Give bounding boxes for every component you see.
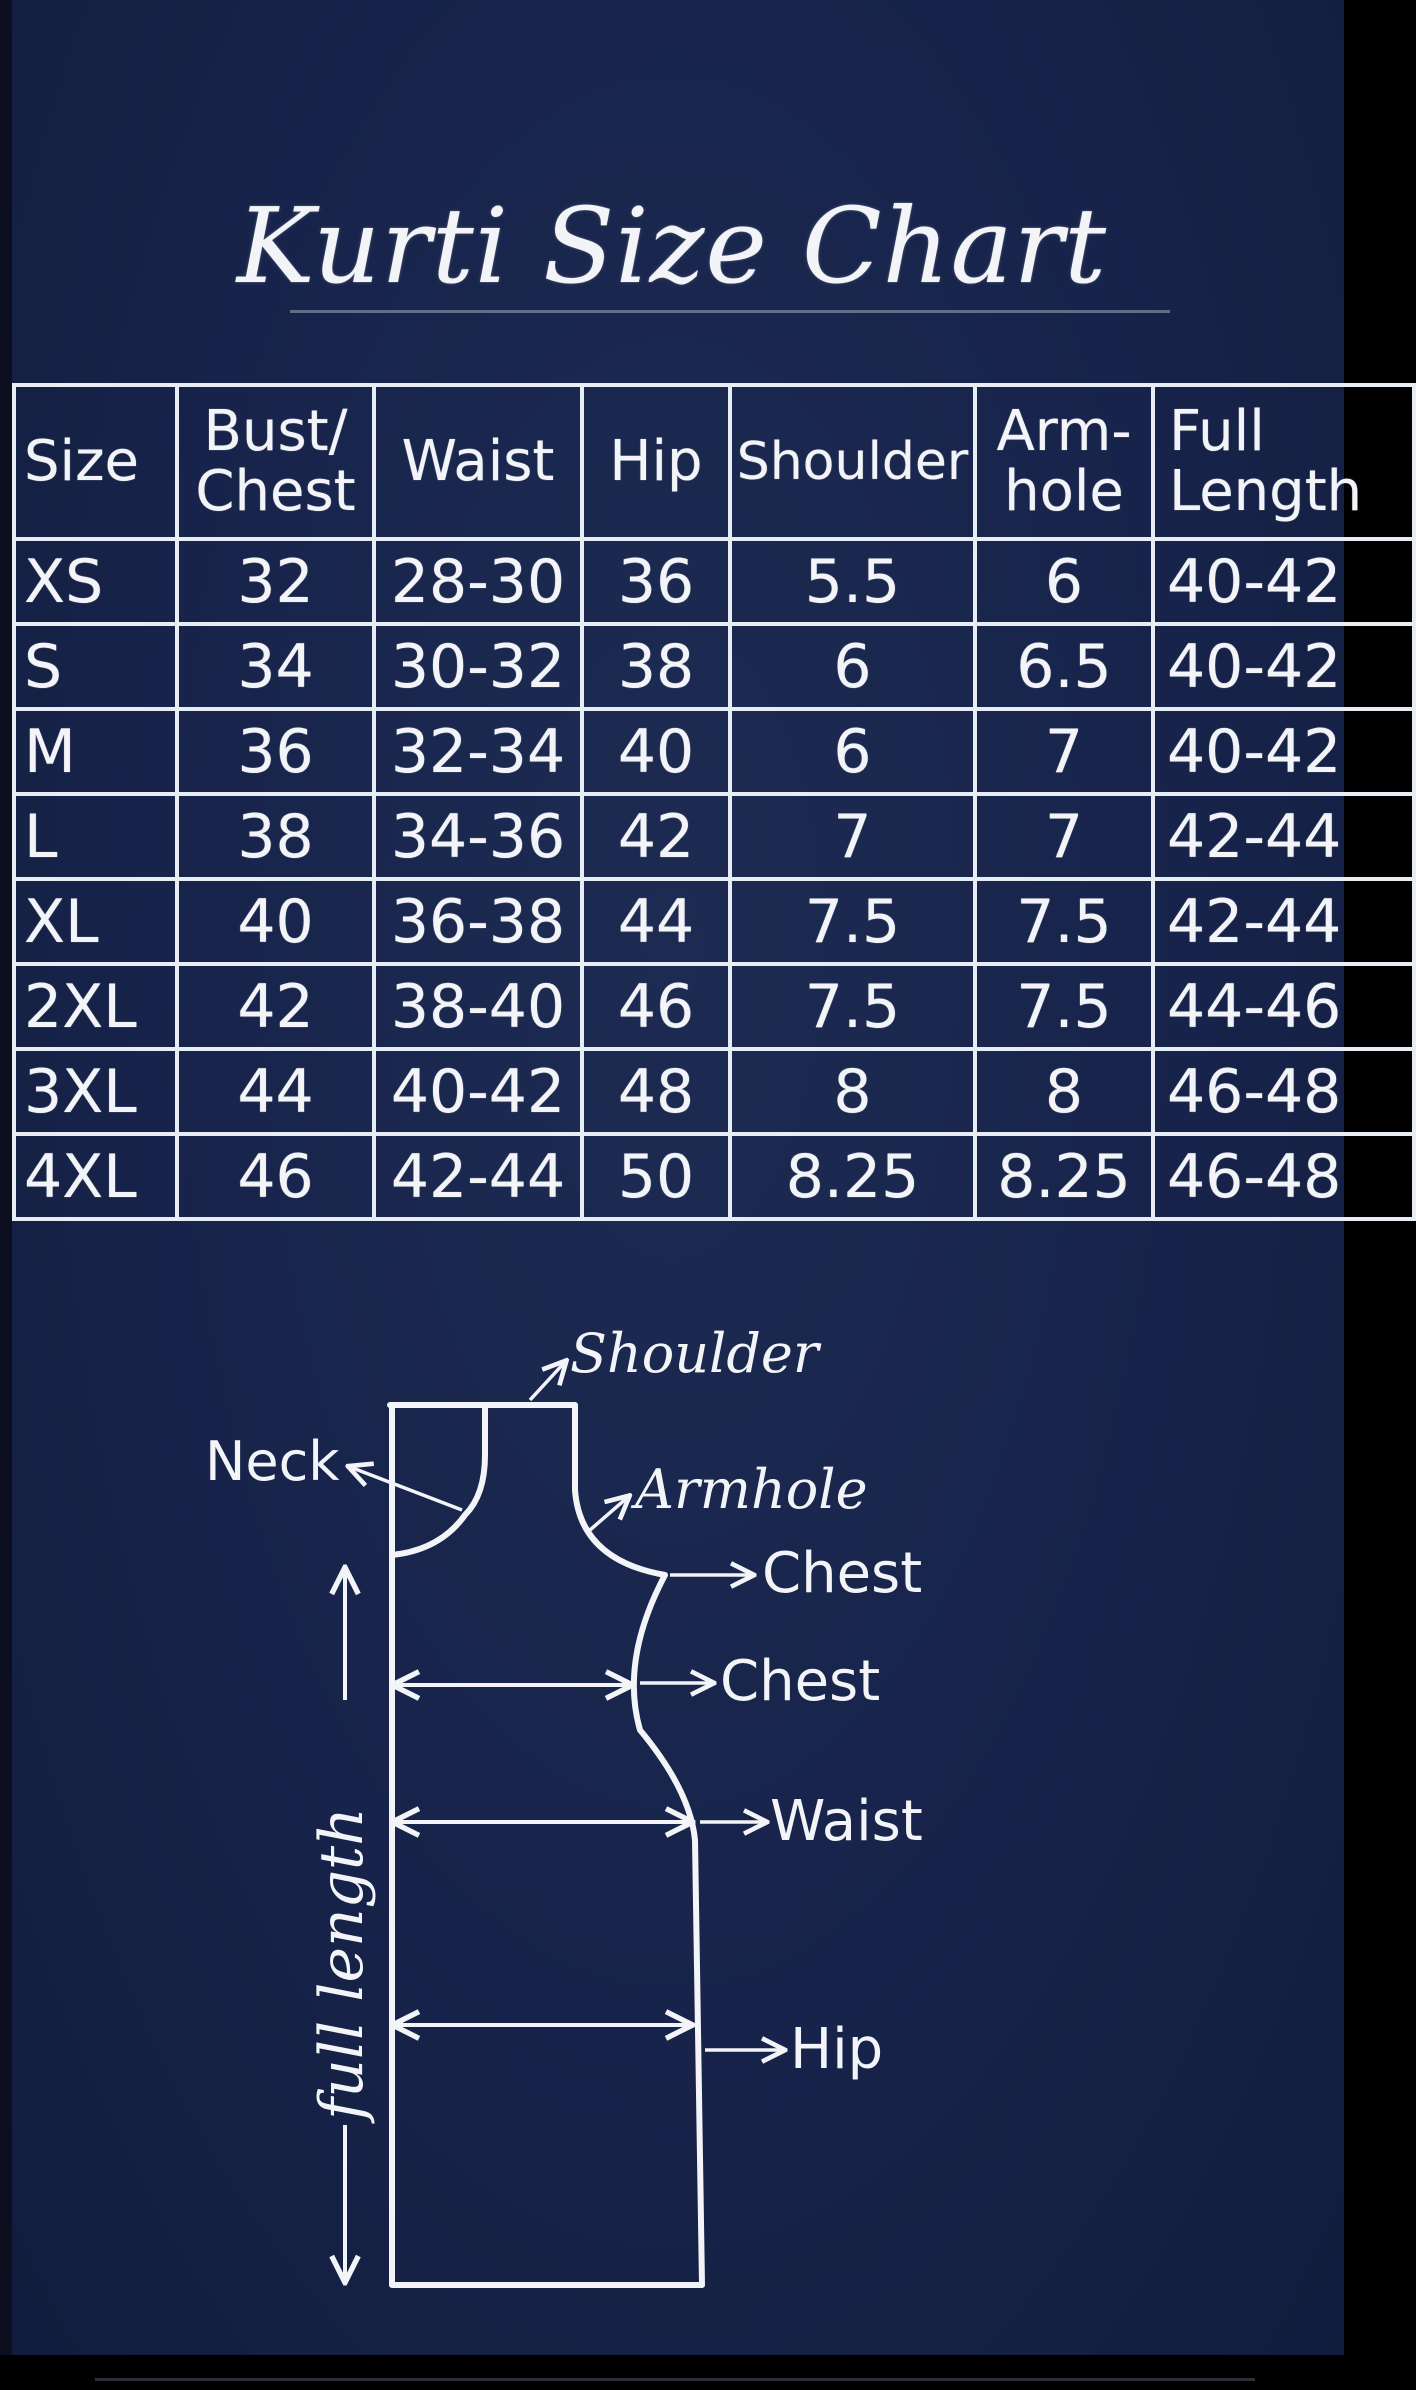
- cell-full-length: 40-42: [1151, 622, 1416, 711]
- title-guide-line: [290, 310, 1170, 313]
- cell-size: 4XL: [12, 1132, 179, 1221]
- header-shoulder: Shoulder: [728, 383, 977, 541]
- size-table: Size Bust/Chest Waist Hip Shoulder Arm-h…: [12, 383, 1416, 1221]
- cell-bust: 32: [175, 537, 376, 626]
- cell-waist: 42-44: [372, 1132, 584, 1221]
- cell-hip: 38: [580, 622, 732, 711]
- cell-armhole: 8: [973, 1047, 1155, 1136]
- cell-shoulder: 6: [728, 622, 977, 711]
- cell-bust: 36: [175, 707, 376, 796]
- cell-hip: 46: [580, 962, 732, 1051]
- kurti-outline: [387, 1402, 488, 1558]
- cell-full-length: 40-42: [1151, 537, 1416, 626]
- cell-full-length: 44-46: [1151, 962, 1416, 1051]
- label-shoulder: Shoulder: [570, 1322, 822, 1385]
- header-size: Size: [12, 383, 179, 541]
- cell-waist: 38-40: [372, 962, 584, 1051]
- armhole-pointer-arrow: [588, 1497, 628, 1532]
- cell-full-length: 40-42: [1151, 707, 1416, 796]
- label-chest-upper: Chest: [762, 1541, 922, 1606]
- home-indicator: [95, 2378, 1255, 2381]
- cell-size: 2XL: [12, 962, 179, 1051]
- cell-hip: 42: [580, 792, 732, 881]
- bottom-bar: [0, 2355, 1344, 2390]
- table-row: 3XL 44 40-42 48 8 8 46-48: [12, 1047, 1416, 1136]
- cell-bust: 46: [175, 1132, 376, 1221]
- cell-armhole: 7.5: [973, 962, 1155, 1051]
- cell-waist: 28-30: [372, 537, 584, 626]
- cell-bust: 34: [175, 622, 376, 711]
- table-row: L 38 34-36 42 7 7 42-44: [12, 792, 1416, 881]
- table-row: XL 40 36-38 44 7.5 7.5 42-44: [12, 877, 1416, 966]
- cell-shoulder: 8.25: [728, 1132, 977, 1221]
- cell-size: 3XL: [12, 1047, 179, 1136]
- header-armhole: Arm-hole: [973, 383, 1155, 541]
- table-row: 4XL 46 42-44 50 8.25 8.25 46-48: [12, 1132, 1416, 1221]
- table-row: XS 32 28-30 36 5.5 6 40-42: [12, 537, 1416, 626]
- cell-size: M: [12, 707, 179, 796]
- label-neck: Neck: [205, 1430, 340, 1493]
- label-waist: Waist: [770, 1789, 923, 1854]
- header-hip: Hip: [580, 383, 732, 541]
- cell-full-length: 46-48: [1151, 1047, 1416, 1136]
- table-header-row: Size Bust/Chest Waist Hip Shoulder Arm-h…: [12, 383, 1416, 541]
- cell-size: L: [12, 792, 179, 881]
- cell-hip: 40: [580, 707, 732, 796]
- cell-shoulder: 7.5: [728, 877, 977, 966]
- kurti-outline-front: [389, 1402, 705, 2288]
- page-title: Kurti Size Chart: [236, 185, 1108, 307]
- cell-waist: 36-38: [372, 877, 584, 966]
- cell-size: XL: [12, 877, 179, 966]
- cell-bust: 44: [175, 1047, 376, 1136]
- cell-armhole: 6: [973, 537, 1155, 626]
- cell-hip: 50: [580, 1132, 732, 1221]
- cell-bust: 40: [175, 877, 376, 966]
- kurti-diagram: Shoulder Neck Armhole Chest Chest Waist …: [205, 1322, 923, 2288]
- label-chest-lower: Chest: [720, 1649, 880, 1714]
- cell-hip: 48: [580, 1047, 732, 1136]
- cell-armhole: 7.5: [973, 877, 1155, 966]
- cell-armhole: 6.5: [973, 622, 1155, 711]
- cell-waist: 34-36: [372, 792, 584, 881]
- table-row: M 36 32-34 40 6 7 40-42: [12, 707, 1416, 796]
- cell-hip: 36: [580, 537, 732, 626]
- cell-shoulder: 6: [728, 707, 977, 796]
- cell-full-length: 42-44: [1151, 877, 1416, 966]
- cell-shoulder: 8: [728, 1047, 977, 1136]
- cell-shoulder: 5.5: [728, 537, 977, 626]
- cell-armhole: 8.25: [973, 1132, 1155, 1221]
- header-waist: Waist: [372, 383, 584, 541]
- header-bust-chest: Bust/Chest: [175, 383, 376, 541]
- board-edge: [0, 0, 12, 2355]
- cell-waist: 32-34: [372, 707, 584, 796]
- cell-armhole: 7: [973, 707, 1155, 796]
- label-full-length: full length: [307, 1807, 377, 2124]
- cell-size: XS: [12, 537, 179, 626]
- cell-shoulder: 7: [728, 792, 977, 881]
- cell-armhole: 7: [973, 792, 1155, 881]
- cell-full-length: 46-48: [1151, 1132, 1416, 1221]
- cell-size: S: [12, 622, 179, 711]
- table-row: 2XL 42 38-40 46 7.5 7.5 44-46: [12, 962, 1416, 1051]
- cell-waist: 30-32: [372, 622, 584, 711]
- label-armhole: Armhole: [630, 1458, 868, 1521]
- shoulder-pointer-arrow: [528, 1362, 565, 1402]
- cell-shoulder: 7.5: [728, 962, 977, 1051]
- cell-bust: 38: [175, 792, 376, 881]
- cell-bust: 42: [175, 962, 376, 1051]
- cell-waist: 40-42: [372, 1047, 584, 1136]
- cell-full-length: 42-44: [1151, 792, 1416, 881]
- neck-pointer-arrow: [350, 1467, 463, 1512]
- cell-hip: 44: [580, 877, 732, 966]
- table-row: S 34 30-32 38 6 6.5 40-42: [12, 622, 1416, 711]
- label-hip: Hip: [790, 2017, 883, 2082]
